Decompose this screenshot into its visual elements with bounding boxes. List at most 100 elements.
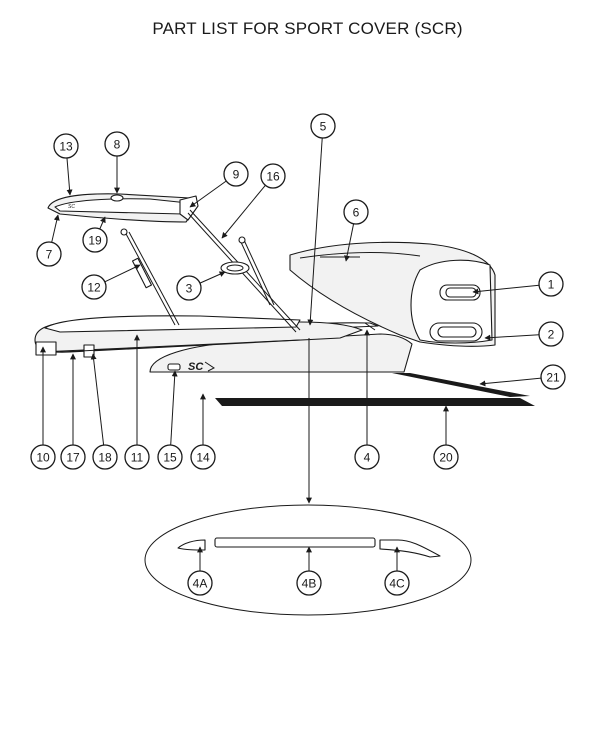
callout-circle xyxy=(343,199,369,225)
rail-4C xyxy=(379,539,441,558)
callout-label: 5 xyxy=(320,120,327,134)
callout-4a: 4A xyxy=(187,546,213,596)
callout-label: 14 xyxy=(196,451,210,465)
leader-line xyxy=(479,377,542,387)
svg-text:SC: SC xyxy=(68,204,75,210)
rear-hull xyxy=(289,241,496,347)
callout-circle xyxy=(124,444,150,470)
callout-21: 21 xyxy=(479,364,566,390)
callout-label: 12 xyxy=(87,281,101,295)
callout-4c: 4C xyxy=(384,546,410,596)
callout-8: 8 xyxy=(104,131,130,194)
callout-circle xyxy=(30,444,56,470)
callout-circle xyxy=(538,321,564,347)
callout-label: 16 xyxy=(266,170,280,184)
decal-stripes xyxy=(215,373,535,406)
callout-label: 11 xyxy=(131,451,144,465)
callout-label: 7 xyxy=(46,248,53,262)
callout-label: 21 xyxy=(546,371,560,385)
callout-circle xyxy=(104,131,130,157)
callout-circle xyxy=(296,570,322,596)
callout-label: 8 xyxy=(114,138,121,152)
callout-15: 15 xyxy=(157,370,183,470)
callout-label: 4A xyxy=(193,577,208,591)
callout-label: 1 xyxy=(548,278,555,292)
leader-line xyxy=(189,180,227,208)
callout-label: 9 xyxy=(233,168,240,182)
callout-20: 20 xyxy=(433,405,459,470)
badge-plate xyxy=(167,363,181,371)
callout-circle xyxy=(92,444,118,470)
callout-4: 4 xyxy=(354,329,380,470)
page-title: PART LIST FOR SPORT COVER (SCR) xyxy=(152,19,463,38)
callout-9: 9 xyxy=(189,161,249,208)
gas-struts xyxy=(120,209,301,333)
callout-circle xyxy=(260,163,286,189)
callout-circle xyxy=(176,275,202,301)
rail-detail xyxy=(144,504,472,616)
callout-label: 15 xyxy=(163,451,177,465)
callout-circle xyxy=(36,241,62,267)
callout-label: 13 xyxy=(59,140,73,154)
callout-label: 10 xyxy=(36,451,50,465)
callout-6: 6 xyxy=(343,199,369,262)
callout-circle xyxy=(82,227,108,253)
callout-12: 12 xyxy=(81,264,141,300)
callout-label: 6 xyxy=(353,206,360,220)
rail-4B xyxy=(214,537,376,548)
leader-line xyxy=(307,137,323,326)
callout-4b: 4B xyxy=(296,546,322,596)
callout-circle xyxy=(354,444,380,470)
cover-base xyxy=(34,315,363,358)
leader-line xyxy=(51,214,60,243)
stripe-21 xyxy=(392,373,530,397)
callout-circle xyxy=(223,161,249,187)
callout-2: 2 xyxy=(484,321,564,347)
callout-label: 4C xyxy=(389,577,405,591)
callout-circle xyxy=(384,570,410,596)
callout-circle xyxy=(310,113,336,139)
callout-label: 4 xyxy=(364,451,371,465)
callout-label: 18 xyxy=(98,451,112,465)
callout-11: 11 xyxy=(124,334,150,470)
callout-10: 10 xyxy=(30,346,56,470)
callout-14: 14 xyxy=(190,393,216,470)
callout-circle xyxy=(540,364,566,390)
leader-line xyxy=(484,334,540,341)
callout-17: 17 xyxy=(60,353,86,470)
callout-label: 4B xyxy=(302,577,317,591)
callout-label: 19 xyxy=(88,234,102,248)
callout-circle xyxy=(538,271,564,297)
callout-circle xyxy=(187,570,213,596)
leader-line xyxy=(99,216,106,230)
leader-line xyxy=(472,284,540,295)
leader-line xyxy=(170,370,178,446)
leader-line xyxy=(66,157,73,196)
callout-18: 18 xyxy=(90,353,118,470)
callout-label: 2 xyxy=(548,328,555,342)
callout-3: 3 xyxy=(176,271,226,301)
callout-13: 13 xyxy=(53,133,79,196)
callout-19: 19 xyxy=(82,216,108,253)
callout-circle xyxy=(60,444,86,470)
callout-label: 20 xyxy=(439,451,453,465)
callout-label: 17 xyxy=(66,451,80,465)
leader-line xyxy=(90,353,105,446)
leader-line xyxy=(221,184,266,239)
cup-holder xyxy=(220,261,250,275)
leader-line xyxy=(199,271,226,284)
callout-label: 3 xyxy=(186,282,193,296)
callout-circle xyxy=(190,444,216,470)
sc-badge-text: SC xyxy=(188,361,204,373)
hatch-lid: SC xyxy=(47,193,199,223)
callout-1: 1 xyxy=(472,271,564,297)
callout-5: 5 xyxy=(307,113,336,326)
callout-circle xyxy=(157,444,183,470)
callout-circle xyxy=(81,274,107,300)
callout-16: 16 xyxy=(221,163,286,239)
leader-line xyxy=(104,264,141,283)
callout-7: 7 xyxy=(36,214,62,267)
leader-line xyxy=(344,223,355,262)
callout-circle xyxy=(53,133,79,159)
